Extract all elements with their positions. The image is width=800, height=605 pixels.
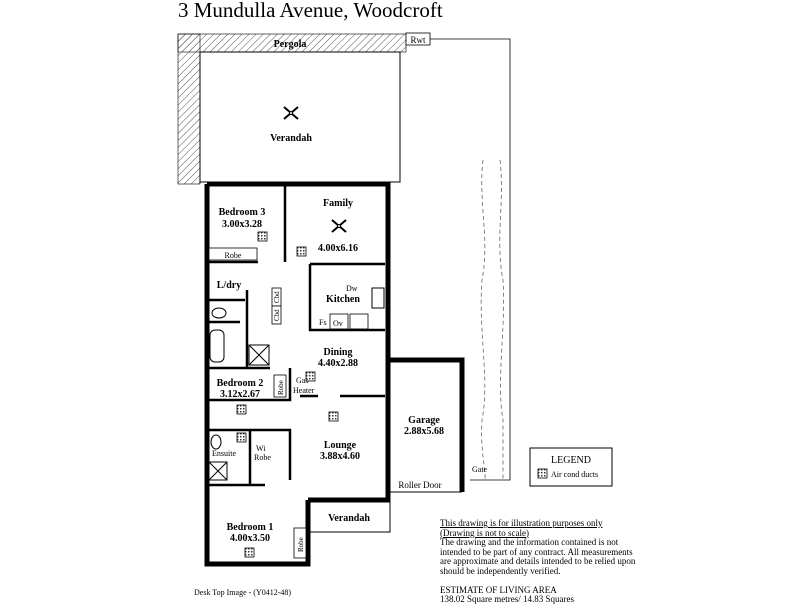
- room-labels: Bedroom 3 3.00x3.28 Family 4.00x6.16 Kit…: [217, 198, 444, 544]
- robe-bed3: [208, 247, 258, 261]
- area-value: 138.02 Square metres/ 14.83 Squares: [440, 594, 574, 605]
- fs-label: Fs: [319, 318, 327, 327]
- room-name: Garage: [408, 415, 440, 426]
- ensuite-label: Ensuite: [212, 449, 236, 458]
- robe-label: Robe: [225, 251, 242, 260]
- room-name: Bedroom 1: [227, 522, 274, 533]
- room-size: 4.00x3.50: [230, 533, 270, 544]
- verandah-front-label: Verandah: [328, 513, 370, 524]
- air-duct-legend-icon: [537, 468, 548, 479]
- internal-walls: [207, 186, 385, 487]
- garden-hedge: [480, 159, 504, 481]
- gas-heater-label-2: Heater: [293, 386, 315, 395]
- gas-heater-label-1: Gas: [296, 376, 308, 385]
- plan-title: 3 Mundulla Avenue, Woodcroft: [178, 0, 443, 22]
- footer-ref: Desk Top Image - (Y0412-48): [194, 588, 292, 597]
- legend-title: LEGEND: [551, 455, 591, 466]
- note-body: The drawing and the information containe…: [440, 537, 636, 576]
- rwt-label: Rwt: [410, 35, 426, 45]
- room-name: Bedroom 3: [219, 207, 266, 218]
- note-line-1: This drawing is for illustration purpose…: [440, 518, 603, 528]
- room-size: 3.12x2.67: [220, 389, 260, 400]
- cbd-label-2: Cbd: [273, 309, 281, 321]
- area-title: ESTIMATE OF LIVING AREA: [440, 584, 557, 595]
- disclaimer-notes: This drawing is for illustration purpose…: [440, 518, 640, 605]
- room-size: 4.40x2.88: [318, 358, 358, 369]
- ov-label: Ov: [333, 319, 343, 328]
- ceiling-fan-icon: [331, 219, 347, 233]
- garage-walls: [388, 357, 465, 492]
- pergola: [177, 33, 407, 185]
- rear-verandah: [199, 51, 401, 183]
- room-name: Lounge: [324, 440, 357, 451]
- house-walls: [204, 181, 391, 567]
- room-size: 3.00x3.28: [222, 219, 262, 230]
- laundry-label: L/dry: [217, 280, 241, 291]
- dw-label: Dw: [346, 284, 358, 293]
- front-verandah: [309, 499, 391, 533]
- note-line-2: (Drawing is not to scale): [440, 527, 529, 538]
- boundary-line: [430, 38, 511, 481]
- robe-bed1-label: Robe: [297, 537, 305, 552]
- room-name: Kitchen: [326, 294, 360, 305]
- legend-box: [529, 447, 613, 487]
- room-name: Bedroom 2: [217, 378, 264, 389]
- sink-icon: [371, 287, 385, 309]
- bath-icon: [209, 329, 225, 363]
- verandah-rear-label: Verandah: [270, 133, 312, 144]
- cooktop-icon: [349, 313, 369, 330]
- robe-bed2-label: Robe: [277, 380, 285, 395]
- wi-robe-label: Robe: [254, 453, 271, 462]
- ensuite-shower-icon: [208, 461, 228, 481]
- room-size: 4.00x6.16: [318, 243, 358, 254]
- room-name: Dining: [324, 347, 353, 358]
- toilet-icon: [211, 307, 227, 319]
- gate-label: Gate: [472, 465, 488, 474]
- room-size: 3.88x4.60: [320, 451, 360, 462]
- room-size: 2.88x5.68: [404, 426, 444, 437]
- pergola-label: Pergola: [274, 39, 307, 50]
- shower-icon: [248, 344, 270, 366]
- cbd-label-1: Cbd: [273, 291, 281, 303]
- roller-door-label: Roller Door: [398, 480, 441, 490]
- legend-item: Air cond ducts: [551, 470, 598, 479]
- wi-label: Wi: [256, 444, 266, 453]
- room-name: Family: [323, 198, 353, 209]
- ceiling-fan-icon: [283, 106, 299, 120]
